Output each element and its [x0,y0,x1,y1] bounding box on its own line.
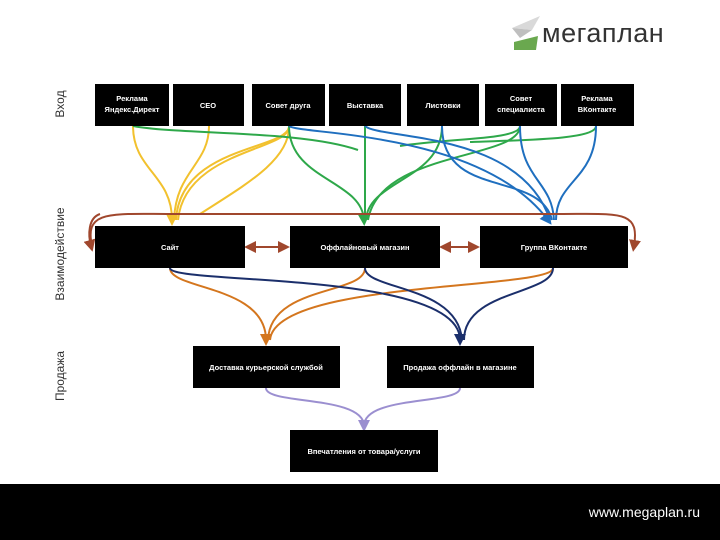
connectors-to-outcome [265,387,461,432]
stage-label-interaction: Взаимодействие [53,207,67,300]
source-label-line: Выставка [347,101,384,110]
channel-box-vk-group: Группа ВКонтакте [480,226,628,268]
source-label-line: Яндекс.Директ [105,105,160,114]
sale-label: Доставка курьерской службой [209,363,323,372]
connectors-to-site [132,125,291,226]
source-label-line: Реклама [116,94,148,103]
channel-label: Группа ВКонтакте [521,243,587,252]
channel-boxes: Сайт Оффлайновый магазин Группа ВКонтакт… [95,226,628,268]
stage-label-entry: Вход [53,90,67,117]
stage-label-sale: Продажа [53,351,67,401]
sale-boxes: Доставка курьерской службой Продажа оффл… [193,346,534,388]
source-box-friend: Совет друга [252,84,325,126]
source-box-seo: СЕО [173,84,244,126]
source-box-flyers: Листовки [407,84,479,126]
source-box-vk-ads: Реклама ВКонтакте [561,84,634,126]
source-label-line: Реклама [581,94,613,103]
source-label-line: Совет друга [265,101,311,110]
paper-plane-icon [512,16,540,50]
channel-box-site: Сайт [95,226,245,268]
source-box-expo: Выставка [329,84,401,126]
source-label-line: Листовки [425,101,461,110]
source-label-line: СЕО [200,101,216,110]
channel-box-store: Оффлайновый магазин [290,226,440,268]
connectors-to-vk [288,125,597,225]
sale-box-offline: Продажа оффлайн в магазине [387,346,534,388]
sale-box-courier: Доставка курьерской службой [193,346,340,388]
megaplan-logo[interactable]: мегаплан [510,14,710,54]
footer-bar: www.megaplan.ru [0,484,720,540]
outcome-label: Впечатления от товара/услуги [307,447,420,456]
connectors-interaction [83,212,641,253]
source-label-line: специалиста [497,105,545,114]
source-box-yandex: Реклама Яндекс.Директ [95,84,169,126]
connectors-to-offline [169,267,554,346]
channel-label: Оффлайновый магазин [320,243,409,252]
channel-label: Сайт [161,243,179,252]
outcome-box: Впечатления от товара/услуги [290,430,438,472]
source-boxes: Реклама Яндекс.Директ СЕО Совет друга Вы… [95,84,634,126]
source-box-expert: Совет специалиста [485,84,557,126]
source-label-line: ВКонтакте [578,105,617,114]
connectors-to-store [132,125,597,226]
connectors-to-courier [169,267,554,346]
logo-text: мегаплан [542,18,665,48]
source-label-line: Совет [510,94,533,103]
sale-label: Продажа оффлайн в магазине [403,363,516,372]
website-link[interactable]: www.megaplan.ru [588,504,700,520]
